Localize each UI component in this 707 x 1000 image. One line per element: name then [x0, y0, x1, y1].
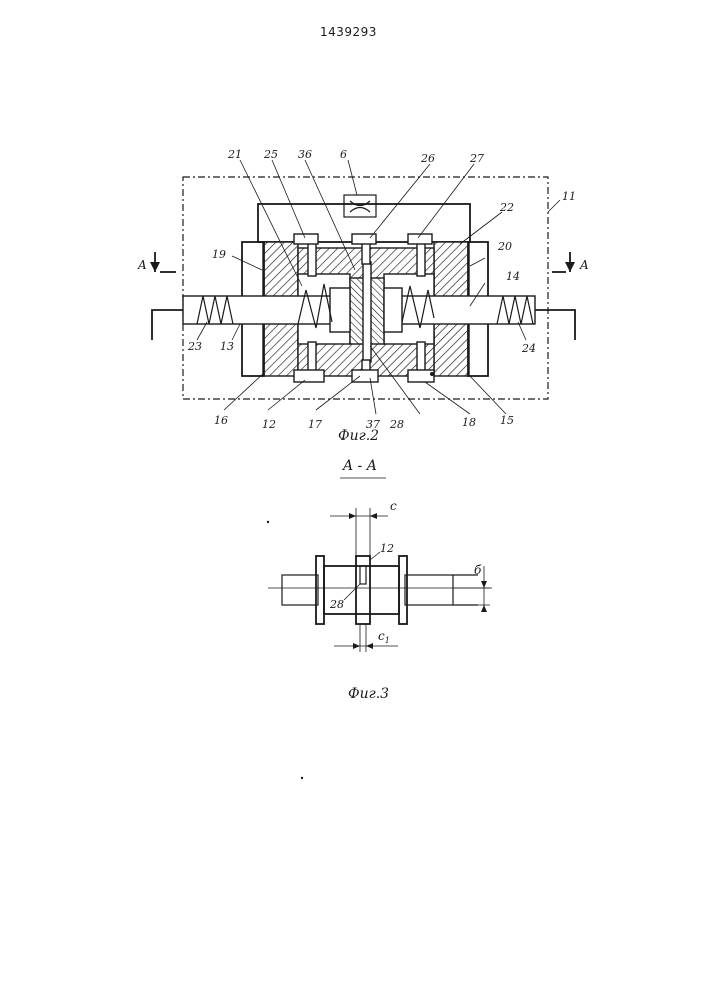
- section-arrow-right: [552, 252, 575, 272]
- label-25: 25: [263, 148, 278, 161]
- shaft-left: [282, 575, 318, 605]
- scan-speck: [267, 521, 269, 523]
- section-mark-left: A: [137, 258, 147, 272]
- label-c1: c1: [378, 629, 390, 645]
- right-piston-head: [384, 288, 402, 332]
- figure-3-caption: Фиг.3: [348, 686, 389, 702]
- label-19: 19: [212, 248, 226, 261]
- right-shaft-end: [535, 310, 575, 340]
- label-13: 13: [220, 340, 234, 353]
- figure-2: A A: [137, 148, 589, 444]
- shaft-right: [405, 575, 453, 605]
- label-12: 12: [262, 418, 276, 431]
- label-24: 24: [521, 342, 536, 355]
- label-14: 14: [506, 270, 520, 283]
- document-number: 1439293: [320, 25, 377, 39]
- label-18: 18: [462, 416, 476, 429]
- label-22: 22: [499, 201, 514, 214]
- label-15: 15: [500, 414, 514, 427]
- label-26: 26: [420, 152, 435, 165]
- dimension-b: [453, 566, 490, 612]
- left-shaft-end: [152, 310, 183, 340]
- throttle-symbol: [344, 195, 376, 217]
- label-11: 11: [562, 190, 576, 203]
- partition-slot: [363, 262, 371, 362]
- right-shaft-14: [390, 296, 535, 324]
- disc-slot: [360, 566, 366, 584]
- label-21: 21: [227, 148, 242, 161]
- right-flange: [399, 556, 407, 624]
- label-c: c: [390, 499, 397, 513]
- bottom-caps: [294, 370, 434, 382]
- label-36: 36: [298, 148, 312, 161]
- scan-speck: [301, 777, 303, 779]
- label-b: б: [474, 563, 482, 577]
- label-16: 16: [214, 414, 228, 427]
- left-flange: [316, 556, 324, 624]
- label-20: 20: [497, 240, 512, 253]
- label-17: 17: [308, 418, 322, 431]
- left-piston-head: [330, 288, 350, 332]
- label-28-fig3: 28: [329, 598, 344, 611]
- figure-2-caption: Фиг.2: [338, 428, 379, 444]
- label-6: 6: [340, 148, 347, 161]
- section-arrow-left: [150, 252, 176, 272]
- label-28: 28: [389, 418, 404, 431]
- label-27: 27: [469, 152, 484, 165]
- figure-3: A - A c: [268, 458, 492, 702]
- section-mark-right: A: [579, 258, 589, 272]
- label-23: 23: [187, 340, 202, 353]
- top-caps: [294, 234, 432, 244]
- figure-3-title: A - A: [341, 458, 377, 474]
- label-12-fig3: 12: [380, 542, 394, 555]
